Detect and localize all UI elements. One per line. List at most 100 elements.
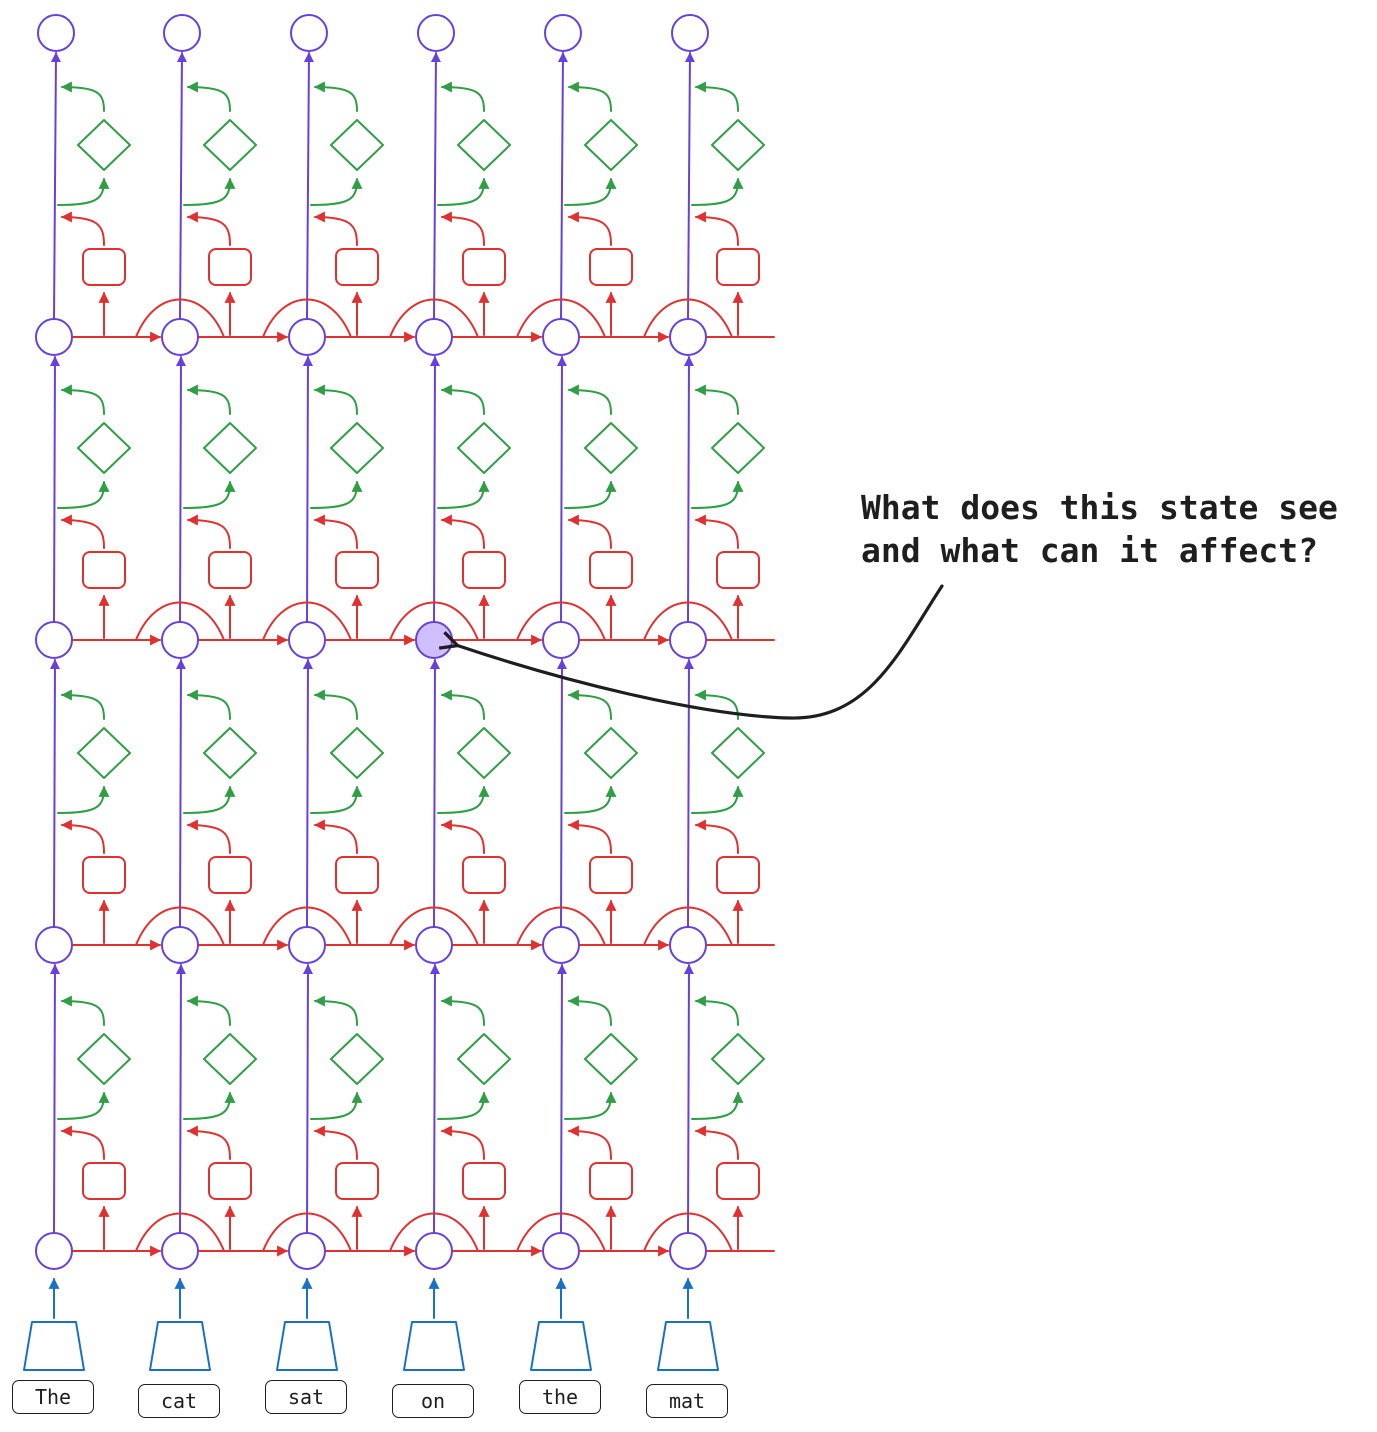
mlp-output-arrow bbox=[60, 689, 105, 720]
attention-context-arc bbox=[389, 906, 479, 946]
mlp-output-arrow bbox=[694, 384, 739, 415]
attention-block-icon bbox=[716, 856, 760, 894]
mlp-input-arrow bbox=[183, 785, 236, 814]
attention-block-icon bbox=[716, 551, 760, 589]
attention-block-icon bbox=[82, 856, 126, 894]
mlp-input-arrow bbox=[691, 785, 744, 814]
residual-arrow bbox=[683, 659, 694, 928]
residual-arrow bbox=[556, 964, 567, 1234]
mlp-input-arrow bbox=[437, 785, 490, 814]
attention-block-icon bbox=[589, 856, 633, 894]
state-circle-icon bbox=[288, 926, 326, 964]
attention-context-arc bbox=[262, 1212, 352, 1252]
state-circle-icon bbox=[35, 1232, 73, 1270]
attention-context-arc bbox=[135, 906, 225, 946]
attention-block-icon bbox=[589, 248, 633, 286]
attention-block-icon bbox=[82, 248, 126, 286]
residual-arrow bbox=[175, 659, 186, 928]
mlp-diamond-icon bbox=[457, 727, 511, 779]
embedding-trapezoid-icon bbox=[149, 1321, 211, 1371]
state-circle-icon bbox=[161, 926, 199, 964]
state-circle-icon bbox=[542, 621, 580, 659]
residual-arrow bbox=[49, 659, 60, 928]
attention-block-icon bbox=[335, 248, 379, 286]
attention-block-icon bbox=[589, 551, 633, 589]
attention-block-icon bbox=[335, 551, 379, 589]
attention-context-arc bbox=[135, 1212, 225, 1252]
annotation-question: What does this state see and what can it… bbox=[861, 486, 1371, 572]
attention-context-arc bbox=[516, 601, 606, 641]
attention-output-arrow bbox=[186, 514, 231, 549]
residual-arrow bbox=[302, 964, 313, 1234]
mlp-input-arrow bbox=[57, 785, 110, 814]
mlp-output-arrow bbox=[567, 689, 612, 720]
mlp-input-arrow bbox=[57, 1091, 110, 1120]
mlp-input-arrow bbox=[310, 785, 363, 814]
mlp-output-arrow bbox=[186, 995, 231, 1026]
attention-block-icon bbox=[462, 551, 506, 589]
mlp-diamond-icon bbox=[584, 727, 638, 779]
mlp-output-arrow bbox=[440, 689, 485, 720]
attention-output-arrow bbox=[186, 1125, 231, 1160]
attention-output-arrow bbox=[694, 211, 739, 246]
embedding-trapezoid-icon bbox=[657, 1321, 719, 1371]
attention-output-arrow bbox=[694, 514, 739, 549]
mlp-output-arrow bbox=[567, 995, 612, 1026]
attention-output-arrow bbox=[60, 1125, 105, 1160]
diagram-blocks bbox=[23, 119, 765, 1371]
mlp-diamond-icon bbox=[77, 422, 131, 474]
mlp-diamond-icon bbox=[584, 1033, 638, 1085]
attention-block-icon bbox=[716, 248, 760, 286]
mlp-diamond-icon bbox=[711, 727, 765, 779]
attention-output-arrow bbox=[313, 819, 358, 854]
output-circle-icon bbox=[417, 14, 455, 52]
attention-context-arc bbox=[643, 1212, 733, 1252]
attention-output-arrow bbox=[440, 211, 485, 246]
mlp-diamond-icon bbox=[584, 119, 638, 171]
attention-block-icon bbox=[208, 856, 252, 894]
mlp-diamond-icon bbox=[330, 119, 384, 171]
mlp-output-arrow bbox=[694, 995, 739, 1026]
mlp-diamond-icon bbox=[584, 422, 638, 474]
embedding-trapezoid-icon bbox=[403, 1321, 465, 1371]
attention-output-arrow bbox=[567, 211, 612, 246]
embedding-trapezoid-icon bbox=[530, 1321, 592, 1371]
state-circle-icon bbox=[415, 318, 453, 356]
attention-output-arrow bbox=[313, 1125, 358, 1160]
residual-output-arrow bbox=[430, 52, 441, 320]
output-circle-icon bbox=[290, 14, 328, 52]
attention-output-arrow bbox=[694, 819, 739, 854]
attention-output-arrow bbox=[440, 819, 485, 854]
attention-context-arc bbox=[389, 298, 479, 338]
state-circle-icon bbox=[669, 926, 707, 964]
mlp-input-arrow bbox=[437, 177, 490, 206]
mlp-diamond-icon bbox=[330, 727, 384, 779]
attention-output-arrow bbox=[60, 514, 105, 549]
attention-context-arc bbox=[389, 1212, 479, 1252]
state-circle-icon bbox=[161, 621, 199, 659]
attention-block-icon bbox=[589, 1162, 633, 1200]
mlp-diamond-icon bbox=[77, 727, 131, 779]
diagram-edges bbox=[48, 52, 775, 1319]
state-circle-icon bbox=[542, 318, 580, 356]
attention-output-arrow bbox=[60, 211, 105, 246]
mlp-output-arrow bbox=[186, 384, 231, 415]
state-circle-icon bbox=[415, 926, 453, 964]
mlp-diamond-icon bbox=[330, 1033, 384, 1085]
residual-arrow bbox=[49, 964, 60, 1234]
mlp-diamond-icon bbox=[203, 1033, 257, 1085]
attention-context-arc bbox=[643, 298, 733, 338]
mlp-output-arrow bbox=[313, 995, 358, 1026]
residual-output-arrow bbox=[557, 52, 568, 320]
mlp-output-arrow bbox=[313, 384, 358, 415]
output-circle-icon bbox=[163, 14, 201, 52]
residual-arrow bbox=[302, 659, 313, 928]
annotation-line-2: and what can it affect? bbox=[861, 531, 1318, 570]
mlp-diamond-icon bbox=[203, 422, 257, 474]
attention-output-arrow bbox=[567, 514, 612, 549]
mlp-diamond-icon bbox=[457, 1033, 511, 1085]
state-circle-icon bbox=[161, 318, 199, 356]
mlp-input-arrow bbox=[183, 480, 236, 509]
attention-context-arc bbox=[262, 601, 352, 641]
